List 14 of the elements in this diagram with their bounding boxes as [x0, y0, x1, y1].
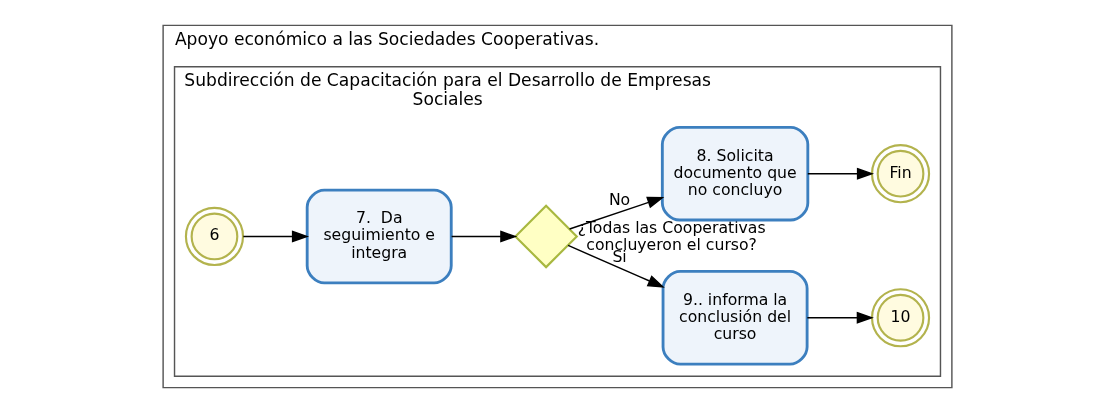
node-circle: 6: [184, 206, 245, 267]
node-box: 8. Solicita documento que no concluyo: [660, 125, 810, 222]
arrow: [806, 311, 874, 324]
arrow: [568, 196, 665, 230]
node-box: 9.. informa la conclusión del curso: [661, 269, 809, 366]
node-circle: 10: [870, 288, 931, 348]
arrow: [450, 230, 518, 243]
arrow: [567, 244, 665, 288]
arrow: [242, 230, 310, 243]
node-box: 7. Da seguimiento e integra: [305, 188, 453, 285]
edge-label: No: [608, 189, 631, 209]
node-circle: Fin: [870, 144, 931, 204]
node-diamond: [513, 204, 579, 269]
arrow: [807, 167, 875, 180]
